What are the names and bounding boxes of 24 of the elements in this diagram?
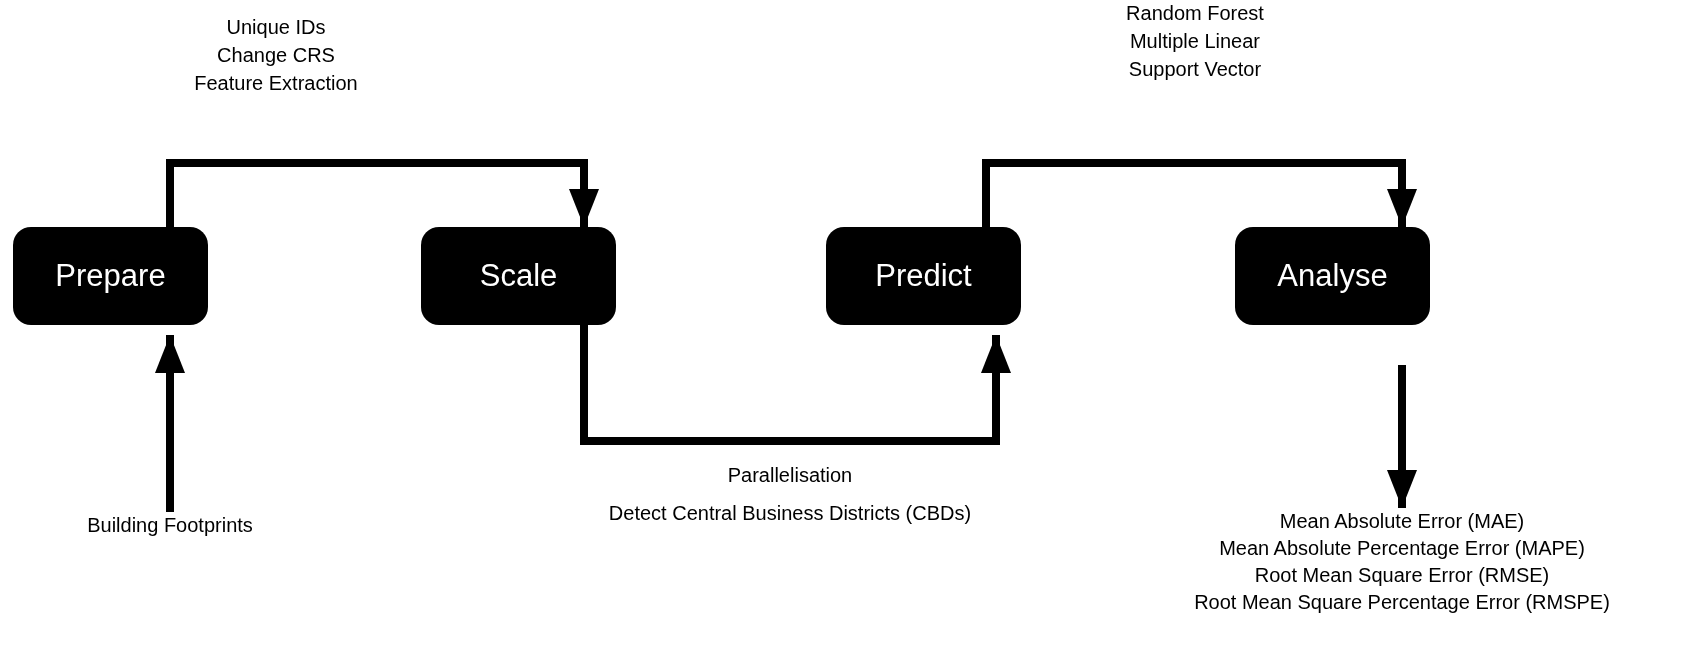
connector-arrow <box>982 159 1417 227</box>
output-text: Mean Absolute Error (MAE) <box>1279 509 1525 534</box>
process-box <box>826 227 1021 325</box>
connector-arrow <box>580 325 1011 445</box>
step-annotation: Support Vector <box>1127 57 1263 82</box>
step-annotation: Detect Central Business Districts (CBDs) <box>607 501 973 526</box>
process-label: Analyse <box>1277 256 1388 295</box>
step-annotation: Unique IDs <box>225 15 327 40</box>
process-label: Predict <box>875 256 972 295</box>
step-annotation: Random Forest <box>1125 1 1265 26</box>
process-label: Scale <box>479 256 558 295</box>
step-annotation: Parallelisation <box>726 463 854 488</box>
process-label: Prepare <box>55 256 166 295</box>
output-text: Root Mean Square Percentage Error (RMSPE) <box>1194 590 1610 615</box>
process-box <box>13 227 208 325</box>
output-text: Building Footprints <box>87 513 253 538</box>
connector-arrow <box>166 159 599 227</box>
step-annotation: Change CRS <box>216 43 336 68</box>
output-text: Mean Absolute Percentage Error (MAPE) <box>1219 536 1585 561</box>
process-box <box>1235 227 1430 325</box>
step-annotation: Feature Extraction <box>193 71 359 96</box>
step-annotation: Multiple Linear <box>1128 29 1262 54</box>
output-text: Root Mean Square Error (RMSE) <box>1254 563 1550 588</box>
process-box <box>421 227 616 325</box>
